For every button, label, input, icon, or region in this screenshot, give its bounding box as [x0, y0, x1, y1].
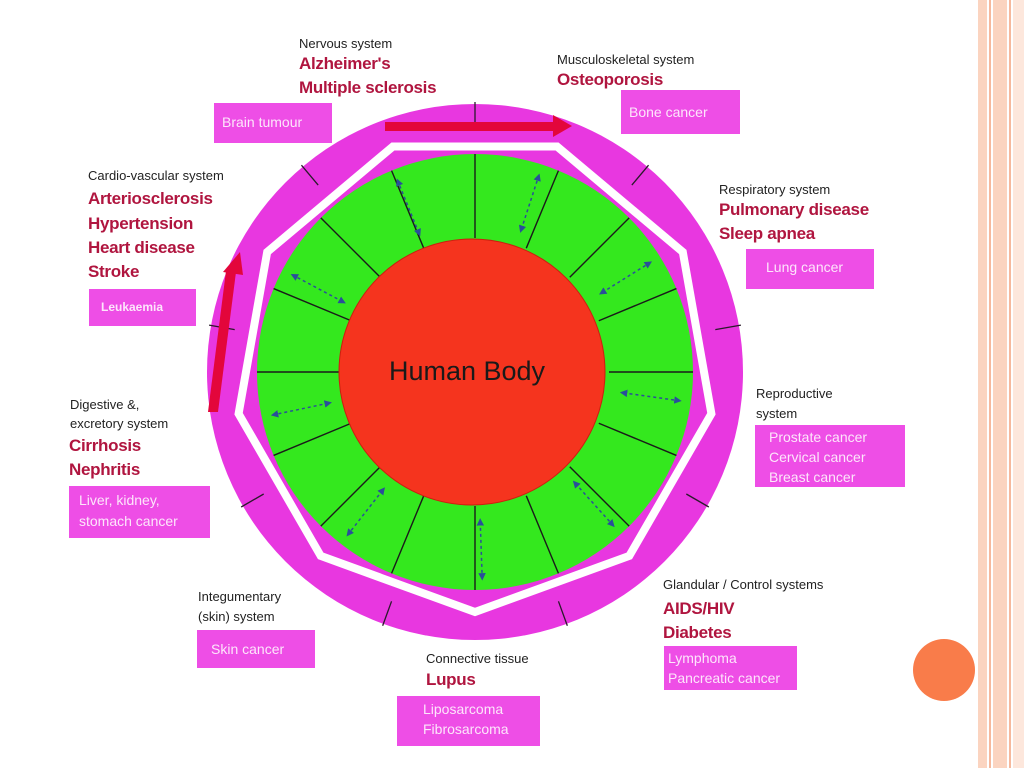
cancer-reproductive-box: Prostate cancer Cervical cancer Breast c… [755, 425, 905, 487]
cancer-lymphoma: Lymphoma [668, 650, 737, 666]
cancer-brain-tumour: Brain tumour [214, 103, 332, 143]
cancer-glandular-box: Lymphoma Pancreatic cancer [664, 646, 797, 690]
disease-multiple-sclerosis: Multiple sclerosis [299, 78, 437, 97]
digestive-label-1: Digestive &, [70, 397, 140, 412]
border-stripe-line [989, 0, 991, 768]
outer-divider [685, 493, 710, 508]
cancer-breast: Breast cancer [769, 469, 856, 485]
center-circle [338, 238, 606, 506]
ring-divider [525, 170, 560, 249]
disease-sleep-apnea: Sleep apnea [719, 224, 815, 243]
cancer-prostate: Prostate cancer [769, 429, 868, 445]
border-stripe-inner [978, 0, 987, 768]
cancer-fibrosarcoma: Fibrosarcoma [423, 721, 509, 737]
glandular-system-label: Glandular / Control systems [663, 577, 824, 592]
disease-lupus: Lupus [426, 670, 476, 689]
center-label: Human Body [389, 356, 546, 386]
musculoskeletal-system-label: Musculoskeletal system [557, 52, 695, 67]
ring-divider [569, 217, 630, 278]
cancer-bone: Bone cancer [621, 90, 740, 134]
outer-divider [240, 493, 265, 508]
nervous-system-label: Nervous system [299, 36, 393, 51]
cancer-lung: Lung cancer [746, 249, 874, 289]
ring-divider [598, 422, 677, 457]
cancer-liver-kidney: Liver, kidney, [79, 492, 160, 508]
disease-cirrhosis: Cirrhosis [69, 436, 141, 455]
ring-divider [273, 287, 352, 322]
disease-alzheimers: Alzheimer's [299, 54, 391, 73]
white-nonagon [234, 142, 716, 617]
disease-heart-disease: Heart disease [88, 238, 195, 257]
accent-dot [913, 639, 975, 701]
cancer-leukaemia: Leukaemia [89, 289, 196, 326]
disease-arteriosclerosis: Arteriosclerosis [88, 189, 213, 208]
top-red-arrow [385, 115, 572, 137]
ring-divider [598, 287, 677, 322]
disease-stroke: Stroke [88, 262, 140, 281]
ring-divider [390, 495, 425, 574]
outer-divider [715, 324, 742, 331]
reproductive-system-label-2: system [756, 406, 798, 421]
respiratory-system-label: Respiratory system [719, 182, 831, 197]
reproductive-system-label-1: Reproductive [756, 386, 833, 401]
ring-divider [273, 422, 352, 457]
cancer-stomach: stomach cancer [79, 513, 178, 529]
outer-divider [382, 601, 393, 626]
border-stripe-outer [993, 0, 1007, 768]
cancer-cervical: Cervical cancer [769, 449, 866, 465]
outer-divider [557, 601, 568, 626]
disease-aids-hiv: AIDS/HIV [663, 599, 735, 618]
disease-hypertension: Hypertension [88, 214, 194, 233]
border-stripe-line-2 [1009, 0, 1011, 768]
cancer-skin: Skin cancer [197, 630, 315, 668]
cardiovascular-label: Cardio-vascular system [88, 168, 224, 183]
disease-pulmonary: Pulmonary disease [719, 200, 869, 219]
disease-osteoporosis: Osteoporosis [557, 70, 663, 89]
border-stripe-edge [1013, 0, 1024, 768]
cancer-digestive-box: Liver, kidney, stomach cancer [69, 486, 210, 538]
integumentary-label-1: Integumentary [198, 589, 282, 604]
outer-divider [300, 164, 319, 186]
integumentary-label-2: (skin) system [198, 609, 275, 624]
left-red-arrow [208, 252, 243, 412]
ring-divider [525, 495, 560, 574]
ring-divider [320, 217, 381, 278]
connective-tissue-label: Connective tissue [426, 651, 529, 666]
disease-nephritis: Nephritis [69, 460, 140, 479]
cancer-pancreatic: Pancreatic cancer [668, 670, 781, 686]
disease-diabetes: Diabetes [663, 623, 732, 642]
digestive-label-2: excretory system [70, 416, 169, 431]
cancer-connective-box: Liposarcoma Fibrosarcoma [397, 696, 540, 746]
outer-divider [631, 164, 650, 186]
cancer-liposarcoma: Liposarcoma [423, 701, 504, 717]
